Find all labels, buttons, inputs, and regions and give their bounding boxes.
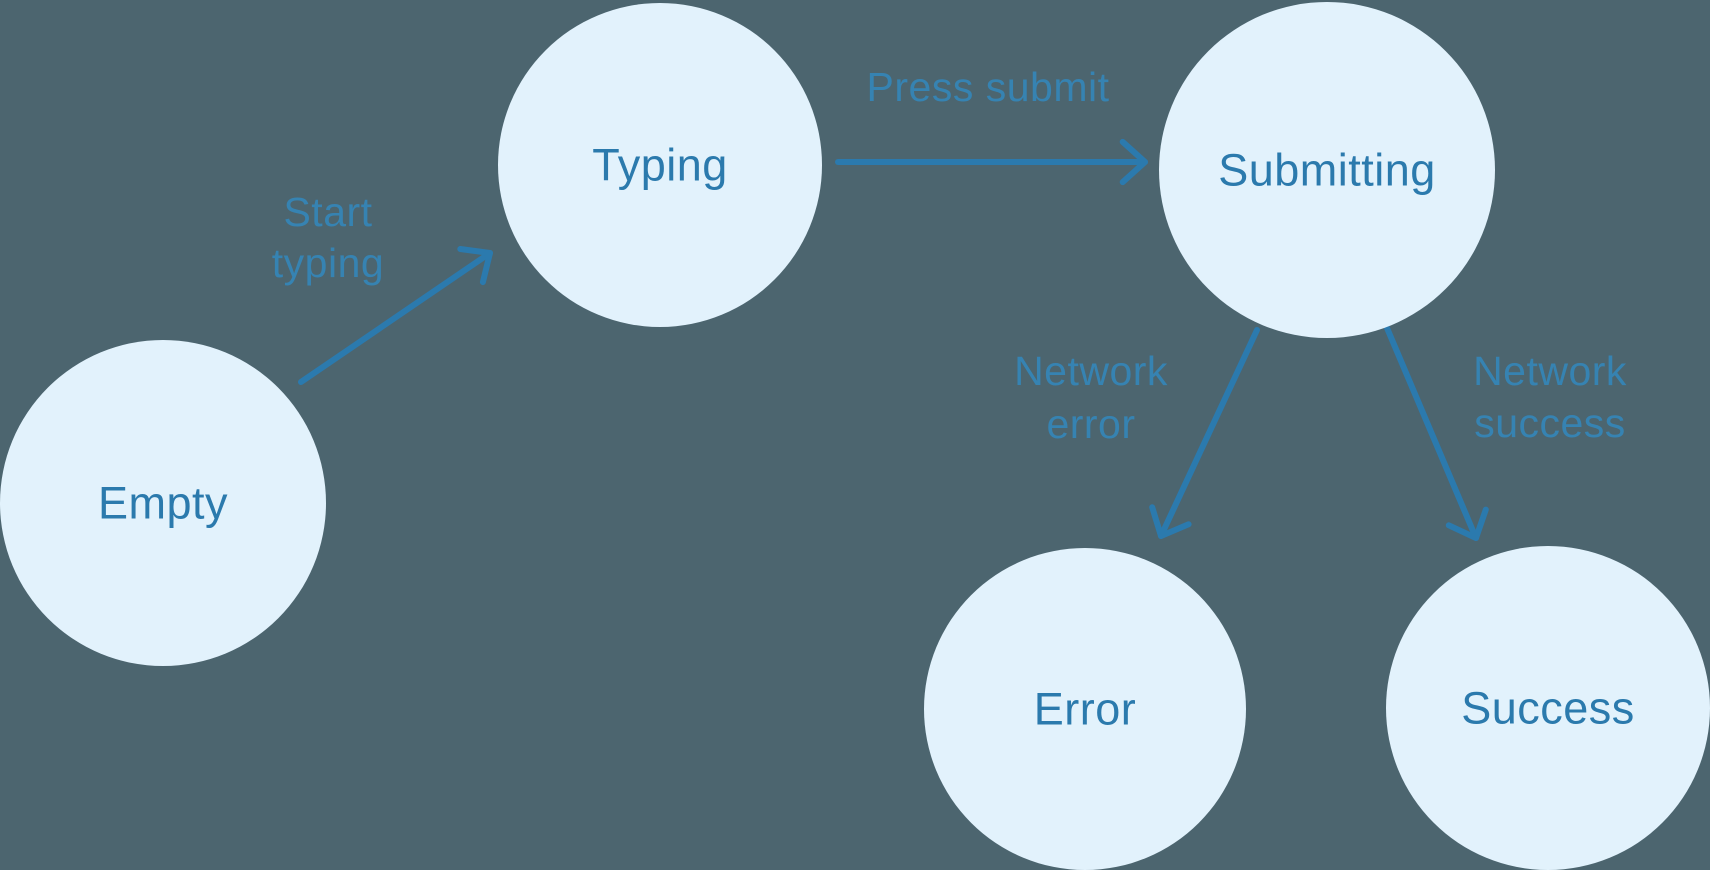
state-label: Submitting xyxy=(1218,145,1436,196)
transition-label: Press submit xyxy=(867,64,1110,110)
state-node-error: Error xyxy=(924,548,1246,870)
state-label: Typing xyxy=(592,140,728,191)
state-node-submitting: Submitting xyxy=(1159,2,1495,338)
state-node-empty: Empty xyxy=(0,340,326,666)
state-node-typing: Typing xyxy=(498,3,822,327)
arrowhead-icon xyxy=(457,246,493,286)
transition-arrow-line xyxy=(1158,327,1260,539)
transition-press-submit: Press submit xyxy=(835,64,1148,186)
state-circle xyxy=(1386,546,1710,870)
transition-arrow-line xyxy=(298,250,493,385)
arrowhead-icon xyxy=(1119,138,1148,186)
state-node-success: Success xyxy=(1386,546,1710,870)
state-circle xyxy=(0,340,326,666)
state-circle xyxy=(1159,2,1495,338)
arrowhead-icon xyxy=(1149,504,1192,539)
state-label: Error xyxy=(1034,684,1137,735)
state-circle xyxy=(498,3,822,327)
state-label: Success xyxy=(1461,683,1635,734)
arrowhead-icon xyxy=(1445,506,1489,541)
state-circle xyxy=(924,548,1246,870)
transition-arrow-line xyxy=(1384,325,1479,541)
state-label: Empty xyxy=(98,478,228,529)
